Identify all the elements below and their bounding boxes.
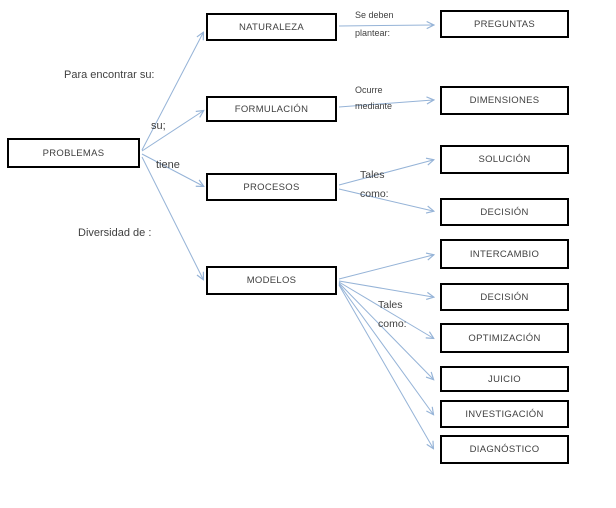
side-label-su: su; — [151, 120, 166, 132]
node-decision-procesos: DECISIÓN — [440, 198, 569, 226]
connector-naturaleza-preguntas — [338, 25, 433, 26]
connector-modelos-investigacion — [338, 283, 433, 414]
connector-modelos-decision — [338, 280, 433, 297]
connector-modelos-juicio — [338, 282, 433, 379]
node-optimizacion: OPTIMIZACIÓN — [440, 323, 569, 353]
node-procesos: PROCESOS — [206, 173, 337, 201]
connector-problemas-procesos — [141, 153, 203, 186]
edge-label-line: Ocurre — [355, 85, 383, 95]
node-modelos: MODELOS — [206, 266, 337, 295]
edge-label-line: Tales — [378, 299, 403, 311]
node-solucion: SOLUCIÓN — [440, 145, 569, 174]
edge-label-line: mediante — [355, 101, 393, 111]
edge-label-se-deben-plantear: Se deben plantear: — [355, 6, 394, 42]
node-decision-modelos: DECISIÓN — [440, 283, 569, 311]
edge-label-line: plantear: — [355, 28, 391, 38]
side-label-para-encontrar-su: Para encontrar su: — [64, 69, 155, 81]
edge-label-line: Tales — [360, 169, 385, 181]
connector-problemas-formulacion — [141, 111, 203, 152]
node-formulacion: FORMULACIÓN — [206, 96, 337, 122]
node-intercambio: INTERCAMBIO — [440, 239, 569, 269]
side-label-diversidad-de: Diversidad de : — [78, 227, 152, 239]
edge-label-ocurre-mediante: Ocurre mediante — [355, 82, 392, 114]
edge-label-tales-como-modelos: Tales como: — [378, 296, 407, 334]
node-naturaleza: NATURALEZA — [206, 13, 337, 41]
edge-label-line: Se deben — [355, 10, 394, 20]
node-problemas: PROBLEMAS — [7, 138, 140, 168]
node-dimensiones: DIMENSIONES — [440, 86, 569, 115]
connector-procesos-solucion — [338, 160, 433, 186]
connector-modelos-intercambio — [338, 255, 433, 280]
connector-procesos-decision — [338, 188, 433, 211]
edge-label-line: como: — [360, 188, 389, 200]
edge-label-line: como: — [378, 318, 407, 330]
node-juicio: JUICIO — [440, 366, 569, 392]
side-label-tiene: tiene — [156, 159, 180, 171]
node-diagnostico: DIAGNÓSTICO — [440, 435, 569, 464]
edge-label-tales-como-procesos: Tales como: — [360, 166, 389, 204]
connector-modelos-diagnostico — [338, 284, 433, 448]
connector-modelos-optimizacion — [338, 281, 433, 338]
connector-problemas-naturaleza — [141, 33, 203, 151]
connector-problemas-modelos — [141, 156, 203, 279]
node-preguntas: PREGUNTAS — [440, 10, 569, 38]
connector-formulacion-dimensiones — [338, 100, 433, 108]
node-investigacion: INVESTIGACIÓN — [440, 400, 569, 428]
